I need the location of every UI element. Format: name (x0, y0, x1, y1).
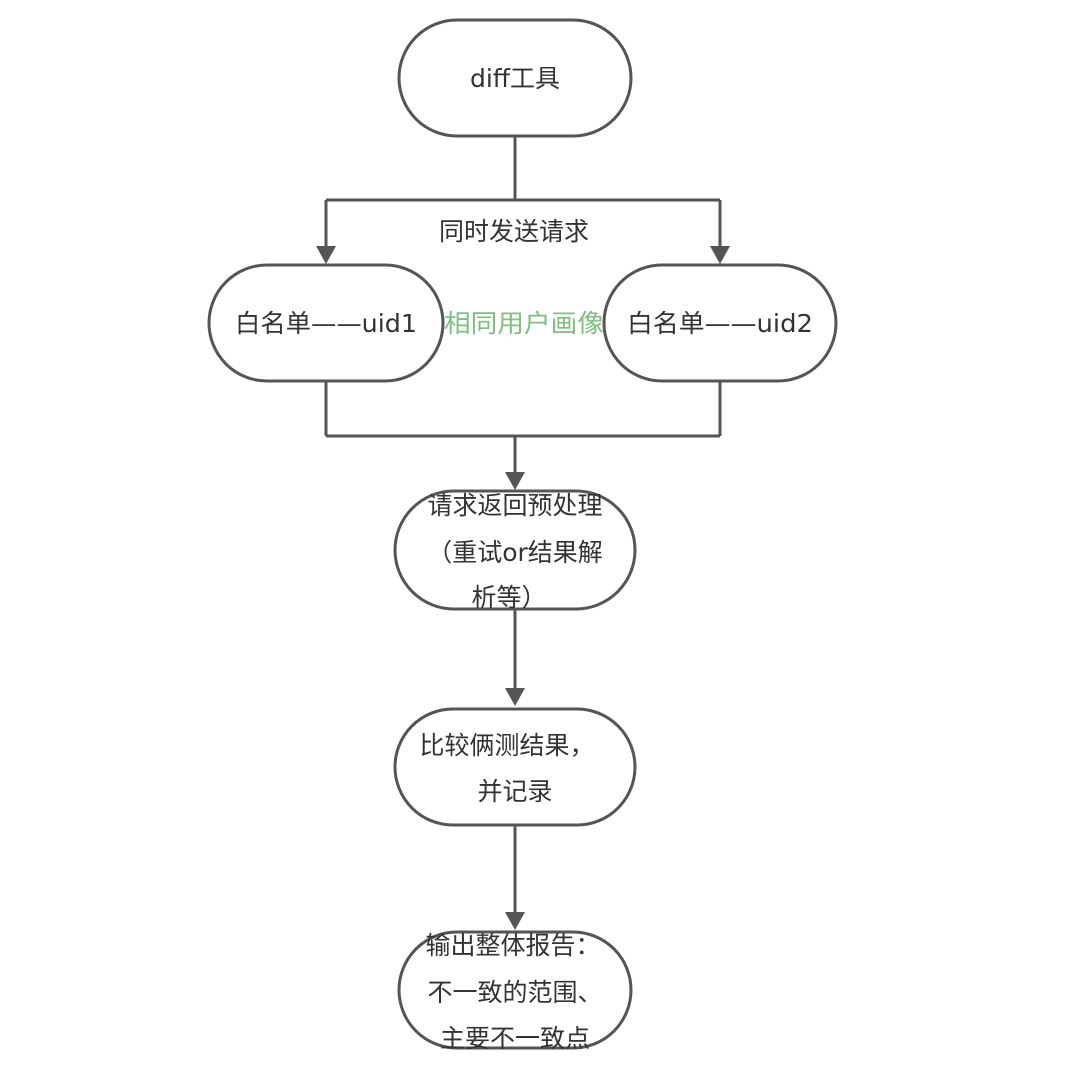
node-whitelist-uid2-shape (602, 263, 838, 383)
node-report-shape (397, 930, 633, 1050)
node-diff-tool-label: diff工具 (470, 64, 560, 93)
node-diff-tool-shape (397, 18, 633, 138)
node-whitelist-uid2: 白名单——uid2 (602, 263, 838, 383)
node-whitelist-uid1-shape (207, 263, 445, 383)
node-report: 输出整体报告： 不一致的范围、 主要不一致点 (397, 930, 633, 1053)
node-preprocess-line-2: （重试or结果解 (427, 538, 603, 567)
arrow-to-report (505, 912, 525, 930)
node-compare-line-2: 并记录 (477, 777, 552, 806)
node-report-line-2: 不一致的范围、 (427, 978, 602, 1007)
arrow-to-uid1 (316, 246, 336, 264)
arrow-to-preprocess (505, 472, 525, 490)
edge-label-same-user-profile: 相同用户画像 (444, 309, 604, 338)
node-whitelist-uid1-label: 白名单——uid1 (235, 309, 417, 338)
node-preprocess-shape (393, 489, 637, 611)
node-compare-line-1: 比较俩测结果， (419, 731, 594, 760)
node-preprocess: 请求返回预处理 （重试or结果解 析等） (393, 489, 637, 612)
node-report-line-1: 输出整体报告： (425, 931, 600, 960)
node-preprocess-line-3: 析等） (471, 583, 546, 612)
edges (316, 136, 730, 930)
node-compare: 比较俩测结果， 并记录 (393, 707, 637, 827)
node-whitelist-uid2-label: 白名单——uid2 (627, 309, 813, 338)
node-compare-shape (393, 707, 637, 827)
arrow-to-uid2 (710, 246, 730, 264)
edge-label-send-requests: 同时发送请求 (439, 217, 589, 246)
node-diff-tool: diff工具 (397, 18, 633, 138)
arrow-to-compare (505, 688, 525, 706)
node-preprocess-line-1: 请求返回预处理 (427, 491, 602, 520)
node-report-line-3: 主要不一致点 (440, 1024, 590, 1053)
node-whitelist-uid1: 白名单——uid1 (207, 263, 445, 383)
